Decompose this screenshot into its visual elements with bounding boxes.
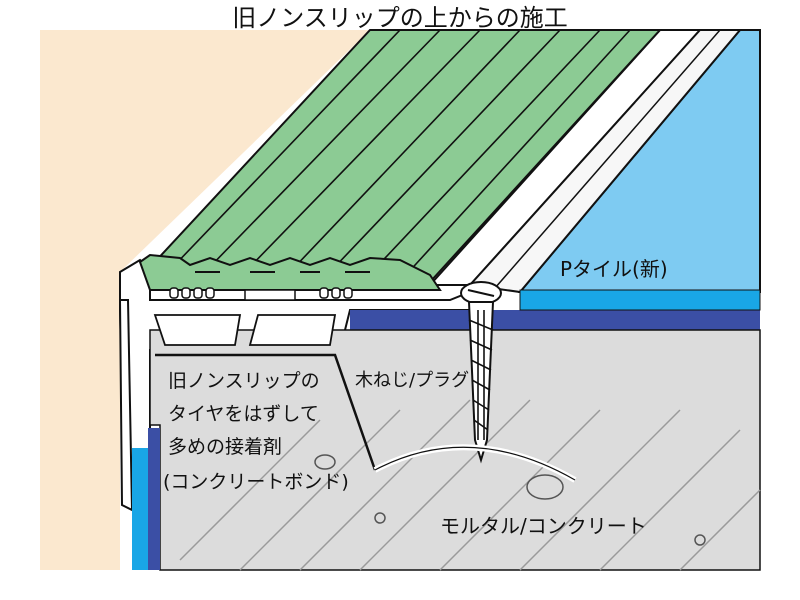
wall-lower — [40, 272, 120, 570]
wall-background — [40, 30, 370, 272]
rubber-teeth — [169, 287, 353, 301]
adhesive-leader — [155, 353, 377, 471]
label-adhesive-line3: 多めの接着剤 — [168, 436, 282, 458]
riser-cyan-strip — [132, 448, 148, 570]
mortar-leader-outline — [374, 446, 576, 481]
p-tile-cyan-edge — [519, 289, 761, 311]
diagram-title: 旧ノンスリップの上からの施工 — [232, 4, 568, 32]
label-adhesive-line4: (コンクリートボンド) — [163, 471, 349, 493]
label-mortar: モルタル/コンクリート — [440, 514, 647, 538]
nosing-rubber — [138, 253, 442, 291]
edge-strip-line — [494, 29, 721, 289]
concrete-hatch — [179, 399, 761, 571]
wood-screw — [460, 281, 502, 464]
riser-blue-strip — [148, 428, 160, 570]
label-p-tile: Pタイル(新) — [560, 257, 668, 281]
substrate-layer — [350, 310, 760, 330]
green-grooves — [169, 29, 631, 277]
label-adhesive-line2: タイヤをはずして — [168, 403, 319, 425]
aggregate-stones — [314, 454, 706, 546]
adhesive-pockets — [153, 314, 337, 346]
label-screw-plug: 木ねじ/プラグ — [355, 370, 469, 391]
label-adhesive-line1: 旧ノンスリップの — [168, 370, 320, 392]
